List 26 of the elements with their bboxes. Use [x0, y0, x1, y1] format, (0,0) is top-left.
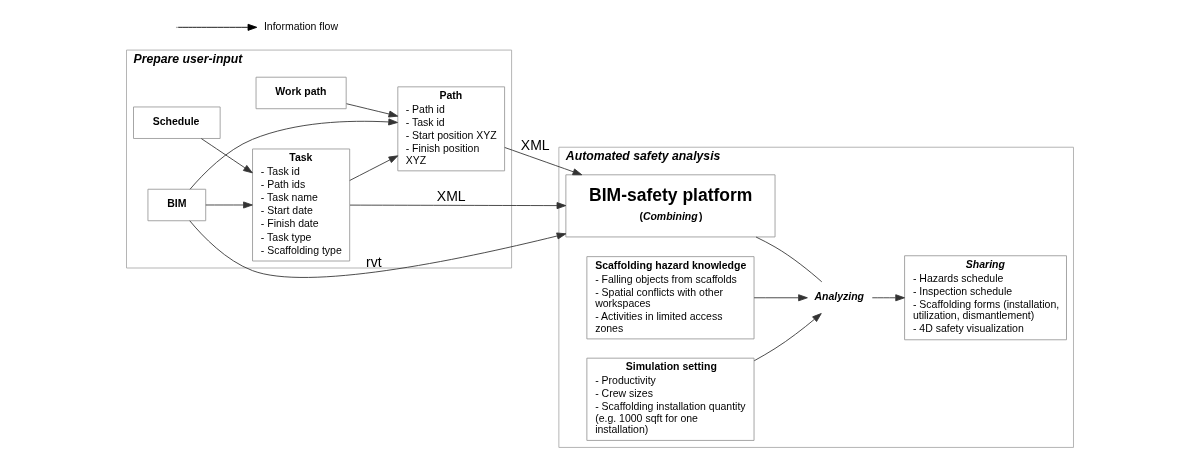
arrow — [205, 201, 253, 209]
edge-label: XML — [436, 188, 466, 205]
connector — [755, 236, 823, 283]
arrow — [189, 220, 567, 278]
edge-label: XML — [520, 136, 550, 153]
node-box: Path - Path id - Task id - Start position XYZ - Finish position XYZ — [397, 86, 506, 172]
node-box: Work path — [255, 76, 347, 110]
arrow — [871, 294, 905, 302]
arrow — [753, 313, 822, 362]
edge-label: rvt — [365, 253, 382, 270]
node-box: BIM — [147, 188, 207, 222]
arrow — [504, 147, 583, 176]
arrow — [349, 202, 567, 210]
node-text: Analyzing — [814, 289, 865, 302]
arrow — [349, 155, 399, 181]
arrow — [200, 138, 253, 174]
node-box: BIM-safety platform (Combining) — [565, 174, 776, 238]
arrow — [189, 118, 398, 190]
arrow — [753, 294, 808, 302]
legend-label: Information flow — [263, 20, 339, 33]
node-box: Simulation setting - Productivity - Crew sizes - Scaffolding installation quantity (e.g. 1000 sqft for one installation) — [586, 357, 755, 441]
node-box: Schedule — [133, 106, 221, 139]
node-box: Scaffolding hazard knowledge - Falling objects from scaffolds - Spatial conflicts with other workspaces - Activities in limited access zones — [586, 256, 755, 340]
node-box: Task - Task id - Path ids - Task name - Start date - Finish date - Task type - Scaffolding type — [252, 148, 351, 262]
node-box: Sharing - Hazards schedule - Inspection schedule - Scaffolding forms (installation, utilization, dismantlement) - 4D safety visualization — [904, 255, 1067, 341]
arrow — [346, 103, 399, 118]
